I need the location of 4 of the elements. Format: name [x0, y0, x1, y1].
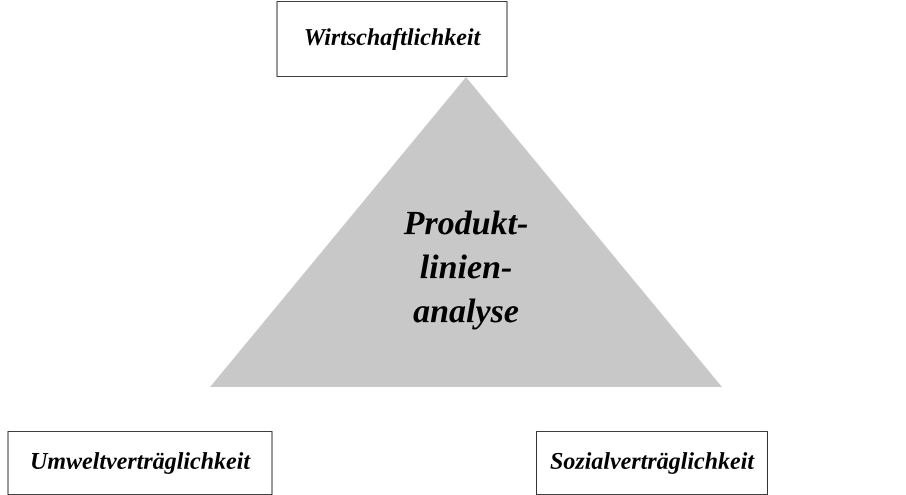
text-box: Sozialverträglichkeit: [536, 431, 768, 495]
text-box: Wirtschaftlichkeit: [276, 1, 508, 77]
text-box: Umweltverträglichkeit: [8, 431, 272, 495]
triangle: Produkt- linien- analyse: [210, 77, 722, 387]
